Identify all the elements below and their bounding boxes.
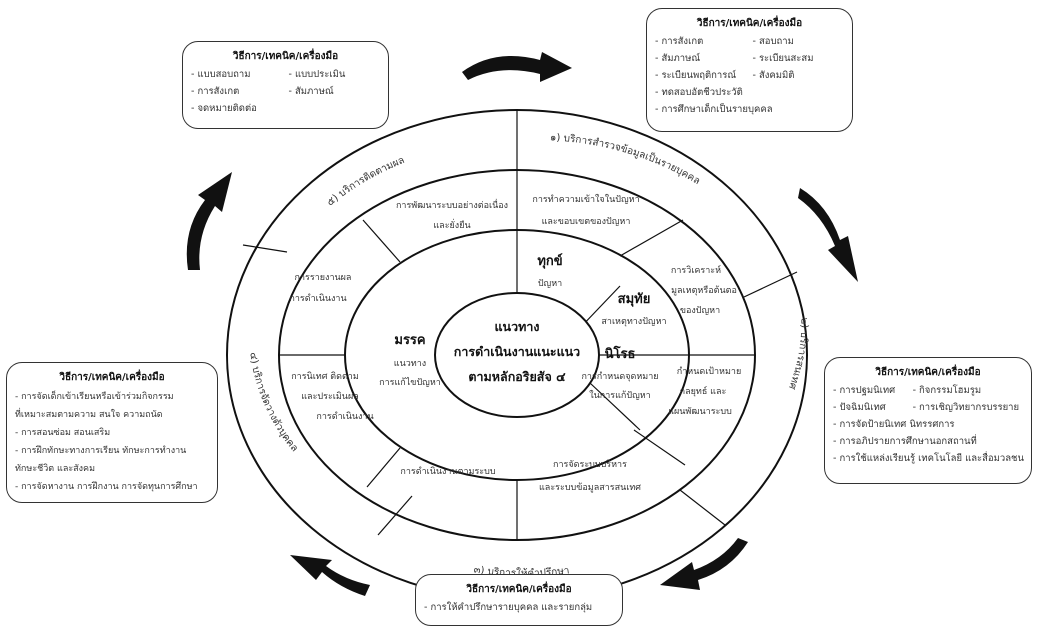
truth-nirodha-sub-1: การกำหนดจุดหมาย bbox=[581, 371, 658, 382]
methods-box-counseling: วิธีการ/เทคนิค/เครื่องมือ - การให้คำปรึก… bbox=[415, 574, 623, 626]
segment-4-line-2: และระบบข้อมูลสารสนเทศ bbox=[539, 482, 641, 493]
methods-box-title: วิธีการ/เทคนิค/เครื่องมือ bbox=[59, 372, 165, 383]
methods-box-information: วิธีการ/เทคนิค/เครื่องมือ - การปฐมนิเทศ … bbox=[824, 357, 1032, 484]
method-item: - แบบประเมิน bbox=[288, 69, 346, 80]
method-item: - สัมภาษณ์ bbox=[288, 86, 334, 97]
segment-8-line-1: การพัฒนาระบบอย่างต่อเนื่อง bbox=[396, 198, 508, 211]
methods-box-survey: วิธีการ/เทคนิค/เครื่องมือ - การสังเกต - … bbox=[646, 8, 853, 132]
truth-magga-sub-1: แนวทาง bbox=[394, 359, 426, 369]
truth-samudaya-title: สมุทัย bbox=[618, 292, 651, 307]
method-item: - การจัดหางาน การฝึกงาน การจัดทุนการศึกษ… bbox=[15, 482, 198, 492]
methods-box-title: วิธีการ/เทคนิค/เครื่องมือ bbox=[466, 584, 572, 595]
method-item: - สอบถาม bbox=[752, 36, 794, 47]
segment-3-line-1: กำหนดเป้าหมาย bbox=[677, 366, 741, 377]
service-dividers bbox=[242, 110, 798, 536]
method-item: - การเชิญวิทยากรบรรยาย bbox=[912, 402, 1020, 413]
method-item: - การใช้แหล่งเรียนรู้ เทคโนโลยี และสื่อม… bbox=[833, 453, 1024, 464]
segment-6-line-3: การดำเนินงาน bbox=[316, 411, 373, 422]
method-item: - สังคมมิติ bbox=[752, 70, 795, 81]
segment-dividers bbox=[279, 170, 755, 540]
method-item: - ทดสอบอัตชีวประวัติ bbox=[655, 87, 743, 98]
arrow-bottom-right-icon bbox=[660, 538, 748, 590]
segment-2-line-1: การวิเคราะห์ bbox=[671, 264, 721, 276]
method-item: - ระเบียนสะสม bbox=[752, 53, 814, 64]
method-item: - กิจกรรมโฮมรูม bbox=[912, 385, 982, 396]
method-item: - ปัจฉิมนิเทศ bbox=[833, 402, 886, 413]
arrow-left-icon bbox=[186, 172, 232, 270]
method-item: - การให้คำปรึกษารายบุคคล และรายกลุ่ม bbox=[424, 602, 593, 613]
segment-2-line-3: ของปัญหา bbox=[680, 306, 720, 316]
method-item: - การศึกษาเด็กเป็นรายบุคคล bbox=[655, 104, 773, 115]
method-item: - ระเบียนพฤติการณ์ bbox=[655, 70, 737, 81]
method-item: - การสอนซ่อม สอนเสริม bbox=[15, 428, 111, 438]
method-item: ที่เหมาะสมตามความ สนใจ ความถนัด bbox=[15, 410, 163, 420]
truth-dukkha-title: ทุกข์ bbox=[537, 253, 562, 269]
methods-box-title: วิธีการ/เทคนิค/เครื่องมือ bbox=[875, 367, 981, 378]
truth-nirodha-sub-2: ในการแก้ปัญหา bbox=[589, 390, 651, 401]
segment-5-line-1: การดำเนินงานตามระบบ bbox=[400, 466, 495, 477]
cycle-arrows bbox=[186, 52, 858, 596]
segment-7-line-2: การดำเนินงาน bbox=[289, 293, 346, 304]
methods-box-followup: วิธีการ/เทคนิค/เครื่องมือ - แบบสอบถาม - … bbox=[182, 41, 389, 129]
method-item: - การสังเกต bbox=[655, 36, 704, 47]
arrow-right-icon bbox=[798, 188, 858, 282]
method-item: - แบบสอบถาม bbox=[191, 69, 251, 80]
center-line-2: การดำเนินงานแนะแนว bbox=[454, 344, 580, 359]
middle-segments: การทำความเข้าใจในปัญหา และขอบเขตของปัญหา… bbox=[289, 194, 741, 493]
segment-2-line-2: มูลเหตุหรือต้นตอ bbox=[671, 285, 737, 296]
method-item: ทักษะชีวิต และสังคม bbox=[15, 464, 96, 474]
methods-box-placement: วิธีการ/เทคนิค/เครื่องมือ - การจัดเด็กเข… bbox=[6, 362, 218, 503]
method-item: - การสังเกต bbox=[191, 86, 240, 97]
method-item: - การปฐมนิเทศ bbox=[833, 385, 896, 396]
center-line-1: แนวทาง bbox=[495, 319, 540, 334]
segment-4-line-1: การจัดระบบบริหาร bbox=[553, 459, 627, 470]
method-item: - การจัดป้ายนิเทศ นิทรรศการ bbox=[833, 419, 955, 430]
method-item: - การจัดเด็กเข้าเรียนหรือเข้าร่วมกิจกรรม bbox=[15, 392, 174, 402]
arrow-top-icon bbox=[462, 52, 572, 82]
truth-magga-title: มรรค bbox=[394, 333, 425, 348]
methods-box-title: วิธีการ/เทคนิค/เครื่องมือ bbox=[232, 51, 339, 62]
method-item: - จดหมายติดต่อ bbox=[191, 103, 257, 114]
methods-box-title: วิธีการ/เทคนิค/เครื่องมือ bbox=[696, 18, 803, 29]
method-item: - การอภิปรายการศึกษานอกสถานที่ bbox=[833, 436, 977, 447]
truth-magga-sub-2: การแก้ไขปัญหา bbox=[379, 377, 441, 388]
segment-8-line-2: และยั่งยืน bbox=[433, 218, 470, 231]
segment-1-line-2: และขอบเขตของปัญหา bbox=[542, 217, 631, 227]
segment-6-line-1: การนิเทศ ติดตาม bbox=[291, 371, 359, 382]
segment-3-line-3: แผนพัฒนาระบบ bbox=[668, 407, 732, 417]
segment-1-line-1: การทำความเข้าใจในปัญหา bbox=[532, 194, 639, 205]
truth-samudaya-sub: สาเหตุทางปัญหา bbox=[601, 317, 666, 327]
arrow-bottom-left-icon bbox=[290, 555, 370, 596]
center-line-3: ตามหลักอริยสัจ ๔ bbox=[468, 369, 566, 384]
center-oval bbox=[434, 292, 600, 418]
method-item: - สัมภาษณ์ bbox=[655, 53, 701, 64]
truth-nirodha-title: นิโรธ bbox=[605, 345, 636, 362]
segment-3-line-2: กลยุทธ์ และ bbox=[680, 385, 727, 397]
segment-6-line-2: และประเมินผล bbox=[301, 391, 358, 402]
segment-7-line-1: การรายงานผล bbox=[295, 273, 352, 283]
truth-dukkha-sub: ปัญหา bbox=[538, 279, 562, 289]
method-item: - การฝึกทักษะทางการเรียน ทักษะการทำงาน bbox=[15, 446, 187, 456]
